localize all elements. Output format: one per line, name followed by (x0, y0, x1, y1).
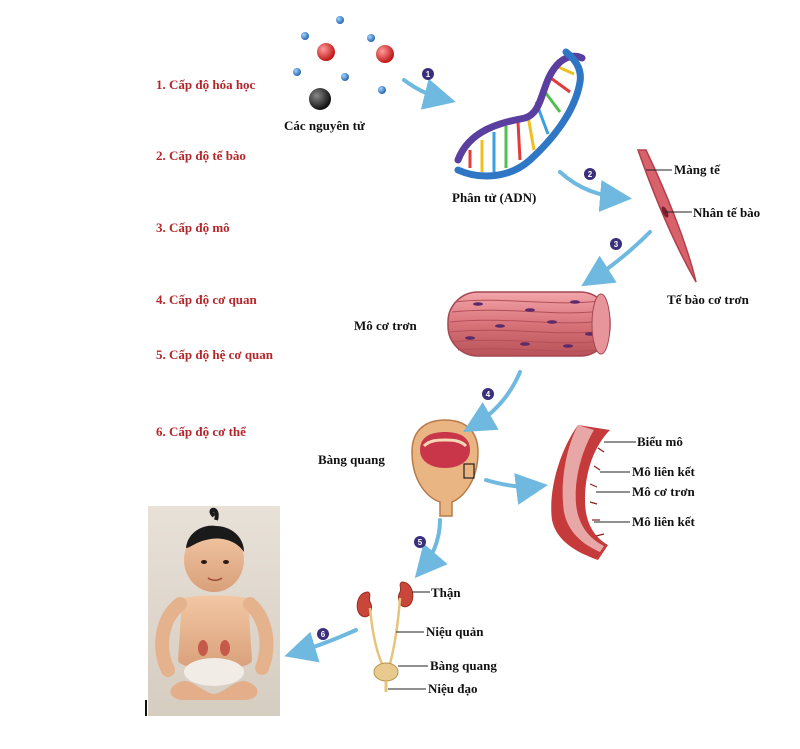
label-cell-membrane: Màng tế (674, 162, 720, 177)
label-connective-tissue-2: Mô liên kết (632, 514, 695, 529)
step-1-number: 1 (426, 70, 431, 79)
step-2-number: 2 (588, 170, 593, 179)
label-connective-tissue-1: Mô liên kết (632, 464, 695, 479)
label-ureter: Niệu quản (426, 624, 484, 639)
level-3-tissue: 3. Cấp độ mô (156, 220, 230, 235)
level-2-cellular: 2. Cấp độ tế bào (156, 148, 246, 163)
smooth-muscle-tissue (447, 291, 611, 357)
step-badges: 1 2 3 4 5 6 (317, 68, 622, 640)
level-4-organ: 4. Cấp độ cơ quan (156, 292, 257, 307)
photo-edge-mark (145, 700, 147, 716)
label-smooth-muscle-tissue: Mô cơ trơn (354, 318, 417, 333)
level-6-organism: 6. Cấp độ cơ thể (156, 424, 246, 439)
atoms-group (293, 16, 394, 110)
label-smooth-muscle-cell: Tế bào cơ trơn (667, 292, 749, 307)
dna-helix (454, 48, 586, 180)
urinary-system (356, 581, 430, 692)
step-4-number: 4 (486, 390, 491, 399)
baby-photo (148, 506, 280, 716)
label-smooth-muscle-layer: Mô cơ trơn (632, 484, 695, 499)
level-5-organ-system: 5. Cấp độ hệ cơ quan (156, 347, 274, 362)
flow-arrows (284, 78, 652, 663)
label-bladder: Bàng quang (318, 452, 385, 467)
bladder-organ (411, 419, 479, 517)
bladder-wall-section (551, 425, 636, 560)
label-urethra: Niệu đạo (428, 681, 478, 696)
step-6-number: 6 (321, 630, 326, 639)
step-5-number: 5 (418, 538, 423, 547)
label-atoms: Các nguyên tử (284, 118, 365, 133)
step-3-number: 3 (614, 240, 619, 249)
label-cell-nucleus: Nhân tế bào (693, 205, 761, 220)
label-epithelium: Biểu mô (637, 434, 683, 449)
label-bladder-system: Bàng quang (430, 658, 497, 673)
label-kidney: Thận (431, 585, 461, 600)
label-dna-molecule: Phân tử (ADN) (452, 190, 537, 205)
smooth-muscle-cell (636, 149, 697, 283)
level-1-chemical: 1. Cấp độ hóa học (156, 77, 256, 92)
